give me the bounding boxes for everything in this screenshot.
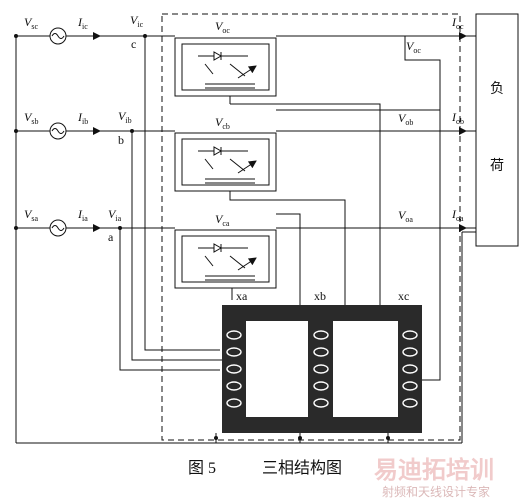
label-iic: Iic: [77, 15, 88, 31]
label-xc: xc: [398, 289, 409, 303]
watermark-sub: 射频和天线设计专家: [382, 484, 490, 499]
label-vib: Vib: [118, 109, 132, 125]
label-vic: Vic: [130, 13, 144, 29]
node-c: c: [131, 37, 136, 51]
label-iib: Iib: [77, 110, 88, 126]
converter-module-a: [174, 229, 277, 289]
figure-number: 图 5: [188, 460, 216, 477]
load-box: [475, 13, 519, 247]
figure-title: 三相结构图: [262, 459, 342, 477]
label-vob: Vob: [398, 111, 413, 127]
label-vsa: Vsa: [24, 207, 38, 223]
label-vsb: Vsb: [24, 110, 38, 126]
label-ioc: Ioc: [451, 15, 464, 31]
node-b: b: [118, 133, 124, 147]
label-iia: Iia: [77, 207, 88, 223]
phase-b-line: [16, 122, 476, 140]
phase-c-line: [16, 27, 476, 45]
winding-xa: [226, 330, 242, 408]
label-ioa: Ioa: [451, 207, 464, 223]
watermark-main: 易迪拓培训: [374, 456, 494, 484]
winding-xb: [313, 330, 329, 408]
transformer-core: [222, 305, 422, 433]
module-bus-wiring: [119, 36, 441, 381]
label-voc: Voc: [406, 39, 421, 55]
label-vcb: Vcb: [215, 115, 230, 131]
label-voc-module: Voc: [215, 19, 230, 35]
label-vsc: Vsc: [24, 15, 38, 31]
phase-a-line: [16, 219, 476, 237]
winding-xc: [402, 330, 418, 408]
label-via: Via: [108, 207, 122, 223]
node-a: a: [108, 230, 114, 244]
converter-module-b: [174, 132, 277, 192]
load-label-2: 荷: [490, 158, 504, 174]
converter-module-c: [174, 37, 277, 104]
label-xa: xa: [236, 289, 248, 303]
load-label-1: 负: [490, 81, 504, 97]
label-iob: Iob: [451, 110, 464, 126]
label-vca: Vca: [215, 212, 230, 228]
label-xb: xb: [314, 289, 326, 303]
label-voa: Voa: [398, 208, 413, 224]
